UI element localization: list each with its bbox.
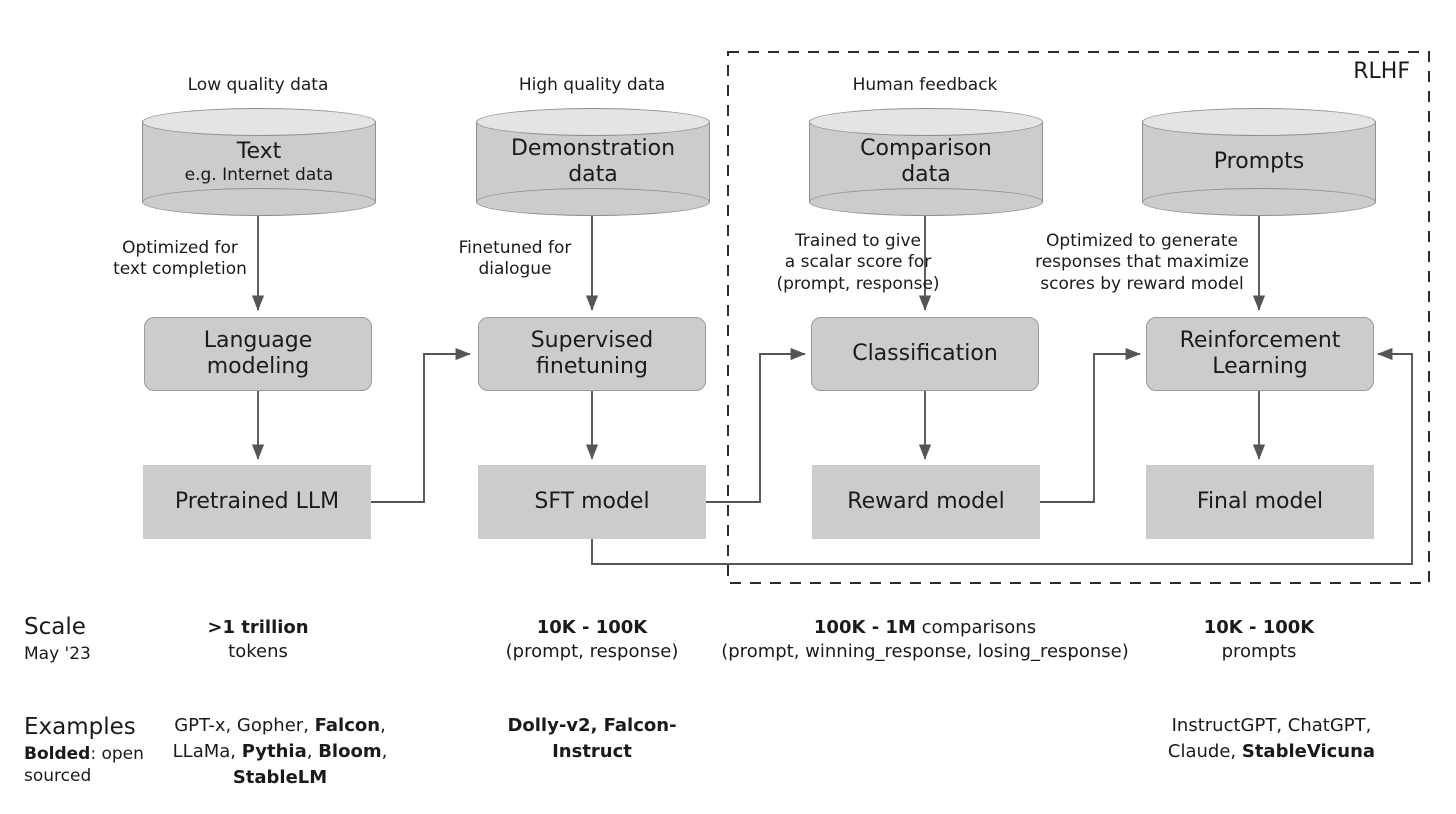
example-token: , bbox=[380, 715, 386, 736]
model-final: Final model bbox=[1146, 465, 1374, 539]
cylinder-top bbox=[809, 108, 1043, 136]
process-reinforcement-learning: Reinforcement Learning bbox=[1146, 317, 1374, 391]
datastore-comparison-data: Comparison data bbox=[809, 108, 1043, 216]
example-token: LLaMa, bbox=[172, 741, 242, 763]
example-token: StableVicuna bbox=[1241, 741, 1376, 763]
example-token: GPT-x, Gopher, bbox=[174, 715, 315, 736]
scale-value-rl: 10K - 100K bbox=[1203, 617, 1315, 638]
scale-unit-sft: (prompt, response) bbox=[505, 641, 679, 663]
scale-cell-pretraining: >1 trillion tokens bbox=[148, 616, 368, 665]
caption-high-quality-data: High quality data bbox=[518, 75, 666, 95]
scale-value-reward-suffix: comparisons bbox=[915, 617, 1037, 638]
examples-note-bold: Bolded bbox=[24, 743, 91, 764]
scale-cell-rl: 10K - 100K prompts bbox=[1149, 616, 1369, 665]
model-reward: Reward model bbox=[812, 465, 1040, 539]
scale-unit-pretraining: tokens bbox=[228, 641, 288, 663]
edge-label-finetuned-dialogue: Finetuned for dialogue bbox=[458, 238, 572, 280]
cylinder-bottom bbox=[809, 188, 1043, 216]
example-token: , bbox=[381, 741, 388, 763]
process-language-modeling: Language modeling bbox=[144, 317, 372, 391]
edge-label-optimized-text-completion: Optimized for text completion bbox=[113, 238, 247, 280]
model-pretrained-llm: Pretrained LLM bbox=[143, 465, 371, 539]
examples-row-label: Examples Bolded: open sourced bbox=[24, 713, 174, 787]
scale-unit-reward: (prompt, winning_response, losing_respon… bbox=[721, 641, 1129, 663]
model-sft: SFT model bbox=[478, 465, 706, 539]
scale-value-sft: 10K - 100K bbox=[536, 617, 648, 638]
cylinder-bottom bbox=[1142, 188, 1376, 216]
datastore-demonstration-data: Demonstration data bbox=[476, 108, 710, 216]
datastore-prompts: Prompts bbox=[1142, 108, 1376, 216]
cylinder-bottom bbox=[476, 188, 710, 216]
scale-subtitle: May '23 bbox=[24, 643, 91, 664]
datastore-text-label: Text e.g. Internet data bbox=[142, 108, 376, 216]
datastore-text-line1: Text bbox=[236, 139, 282, 164]
cylinder-bottom bbox=[142, 188, 376, 216]
scale-row-label: Scale May '23 bbox=[24, 613, 184, 665]
datastore-text-line2: e.g. Internet data bbox=[184, 164, 334, 185]
datastore-prompts-line1: Prompts bbox=[1213, 149, 1305, 175]
cylinder-top bbox=[142, 108, 376, 136]
scale-value-reward: 100K - 1M bbox=[813, 617, 916, 638]
datastore-demo-line2: data bbox=[568, 162, 618, 187]
datastore-comparison-line2: data bbox=[901, 162, 951, 187]
datastore-prompts-label: Prompts bbox=[1142, 108, 1376, 216]
example-token: Claude, bbox=[1167, 741, 1242, 763]
examples-cell-sft: Dolly-v2, Falcon-Instruct bbox=[472, 713, 712, 765]
scale-title: Scale bbox=[24, 614, 86, 640]
datastore-demonstration-label: Demonstration data bbox=[476, 108, 710, 216]
example-token: Pythia bbox=[241, 741, 307, 763]
datastore-comparison-line1: Comparison bbox=[860, 136, 992, 162]
scale-unit-rl: prompts bbox=[1221, 641, 1297, 663]
example-token: StableLM bbox=[232, 767, 328, 789]
examples-cell-pretraining: GPT-x, Gopher, Falcon, LLaMa, Pythia, Bl… bbox=[160, 713, 400, 791]
datastore-comparison-label: Comparison data bbox=[809, 108, 1043, 216]
caption-human-feedback: Human feedback bbox=[852, 75, 998, 95]
examples-title: Examples bbox=[24, 714, 136, 740]
example-token: Bloom bbox=[318, 741, 382, 763]
example-token: InstructGPT, ChatGPT, bbox=[1171, 715, 1372, 736]
rlhf-label: RLHF bbox=[1353, 59, 1410, 84]
example-token: Falcon bbox=[314, 715, 381, 736]
edge-label-trained-scalar-score: Trained to give a scalar score for (prom… bbox=[776, 231, 940, 294]
examples-cell-rl: InstructGPT, ChatGPT, Claude, StableVicun… bbox=[1149, 713, 1394, 765]
caption-low-quality-data: Low quality data bbox=[187, 75, 329, 95]
cylinder-top bbox=[1142, 108, 1376, 136]
scale-value-reward-line: 100K - 1M comparisons bbox=[715, 616, 1135, 640]
scale-value-pretraining: >1 trillion bbox=[207, 617, 309, 638]
example-token: , bbox=[306, 741, 319, 763]
example-token: Dolly-v2, Falcon-Instruct bbox=[507, 715, 677, 763]
edge-label-optimized-generate-responses: Optimized to generate responses that max… bbox=[1035, 231, 1249, 294]
scale-cell-reward: 100K - 1M comparisons (prompt, winning_r… bbox=[715, 616, 1135, 665]
examples-note: Bolded: open sourced bbox=[24, 743, 174, 787]
arrow-sftmodel-to-classification bbox=[706, 347, 806, 503]
scale-cell-sft: 10K - 100K (prompt, response) bbox=[482, 616, 702, 665]
arrow-reward-to-rl bbox=[1039, 347, 1141, 503]
arrow-pretrained-to-sft bbox=[371, 347, 471, 503]
process-supervised-finetuning: Supervised finetuning bbox=[478, 317, 706, 391]
datastore-demo-line1: Demonstration bbox=[510, 136, 676, 162]
datastore-text: Text e.g. Internet data bbox=[142, 108, 376, 216]
cylinder-top bbox=[476, 108, 710, 136]
process-classification: Classification bbox=[811, 317, 1039, 391]
examples-note-rest: : open sourced bbox=[24, 743, 144, 786]
